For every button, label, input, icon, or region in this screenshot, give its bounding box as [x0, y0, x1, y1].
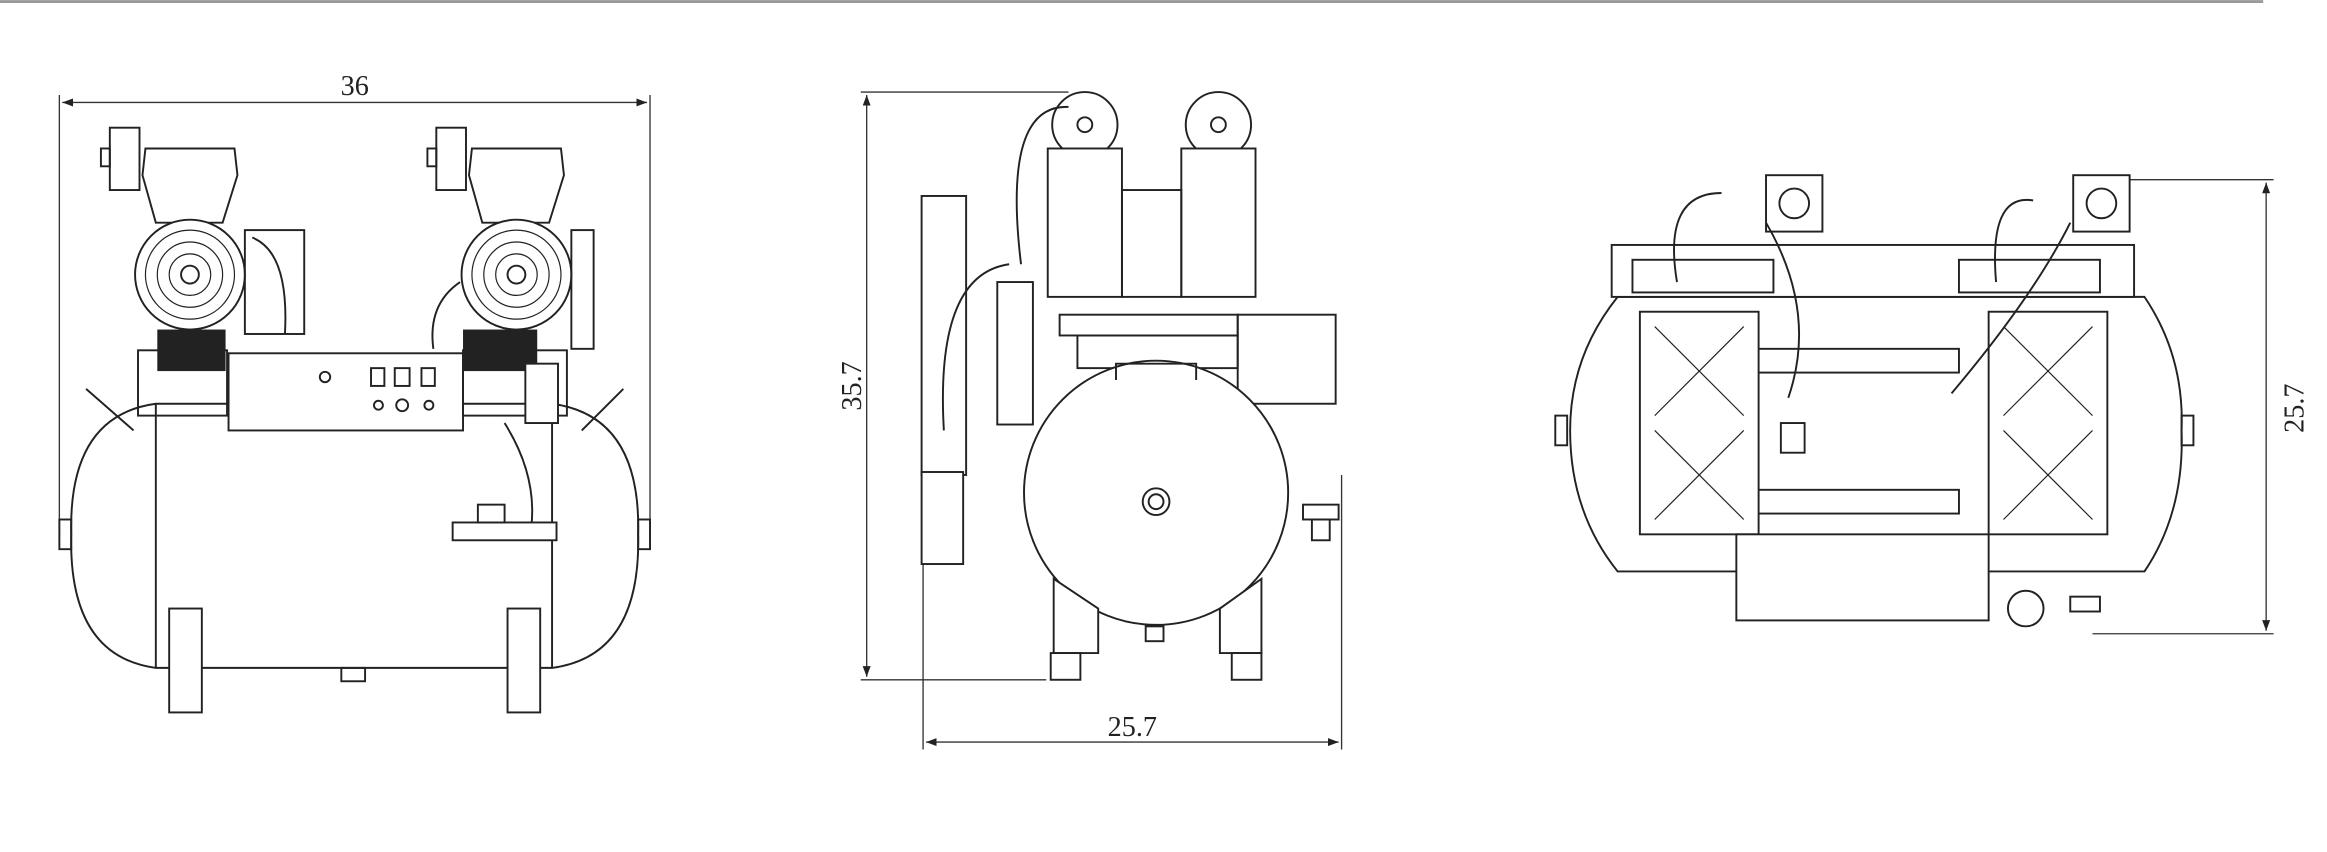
control-box-top	[1735, 533, 1990, 622]
tank-foot	[506, 607, 542, 714]
outlet-valve	[451, 521, 558, 542]
top-view: 25.7	[1554, 174, 2310, 635]
cross-rail	[1750, 347, 1960, 374]
foot-pad	[1230, 652, 1263, 681]
tank-port-inner	[1147, 493, 1165, 511]
air-hose	[1015, 105, 1069, 265]
indicator	[423, 399, 435, 411]
motor-cover-pattern	[2003, 326, 2093, 520]
dryer-column	[920, 195, 968, 476]
valve-knob	[476, 503, 506, 524]
damper-block	[157, 329, 226, 372]
indicator	[373, 399, 384, 411]
tank-end-cap	[637, 518, 651, 551]
switch	[393, 367, 411, 387]
bracket	[1631, 258, 1775, 294]
tank-handle	[1115, 362, 1198, 380]
outlet-fitting	[2069, 595, 2101, 613]
air-hose	[503, 422, 534, 528]
pump-head-right	[426, 126, 595, 350]
cross-rail	[1750, 488, 1960, 515]
foot-pad	[1049, 652, 1082, 681]
tank-end-view	[1023, 359, 1290, 626]
pressure-gauge	[2006, 589, 2045, 628]
pressure-switch	[524, 362, 559, 424]
switch	[420, 367, 436, 387]
motor-cover-pattern	[1654, 326, 1745, 520]
indicator	[318, 370, 332, 384]
top-depth-dimension-label: 25.7	[2279, 384, 2310, 433]
tank-leg	[1218, 576, 1263, 655]
air-hose	[1950, 222, 2072, 394]
tank-end-cap	[1554, 414, 1569, 447]
tank-end-cap	[2180, 414, 2195, 447]
indicator	[395, 398, 410, 413]
air-hose	[1994, 198, 2034, 283]
air-hose	[941, 263, 1010, 431]
tank-leg	[1052, 577, 1100, 655]
tank-port	[1141, 487, 1171, 517]
front-view: 36	[58, 71, 651, 714]
switch	[370, 367, 386, 387]
bracket	[1957, 258, 2101, 294]
outlet-fitting	[1310, 518, 1331, 542]
air-hose	[1673, 192, 1722, 283]
drain-valve	[1144, 625, 1165, 643]
side-view: 35.7 25.7	[837, 91, 1343, 750]
intake-filters	[1051, 91, 1253, 159]
pump-head-left	[99, 126, 306, 335]
height-dimension-label: 35.7	[837, 361, 868, 410]
control-box	[227, 352, 464, 432]
intake-filter-left	[1765, 174, 1824, 233]
motor-top-left	[1638, 310, 1760, 536]
pump-side	[1046, 147, 1337, 405]
tank-end-cap	[58, 518, 73, 551]
width-dimension-label: 36	[341, 71, 369, 102]
handle	[581, 388, 624, 432]
motor-top-right	[1987, 310, 2109, 536]
handle	[85, 388, 135, 432]
drain-valve	[340, 666, 367, 683]
dryer-base	[920, 471, 965, 565]
outlet-fitting	[1302, 503, 1340, 521]
check-valve	[1779, 422, 1806, 454]
control-box-side	[996, 281, 1034, 426]
depth-dimension-label: 25.7	[1108, 712, 1157, 743]
intake-filter-right	[2072, 174, 2131, 233]
tank-foot	[168, 607, 203, 714]
air-hose	[1765, 222, 1801, 399]
